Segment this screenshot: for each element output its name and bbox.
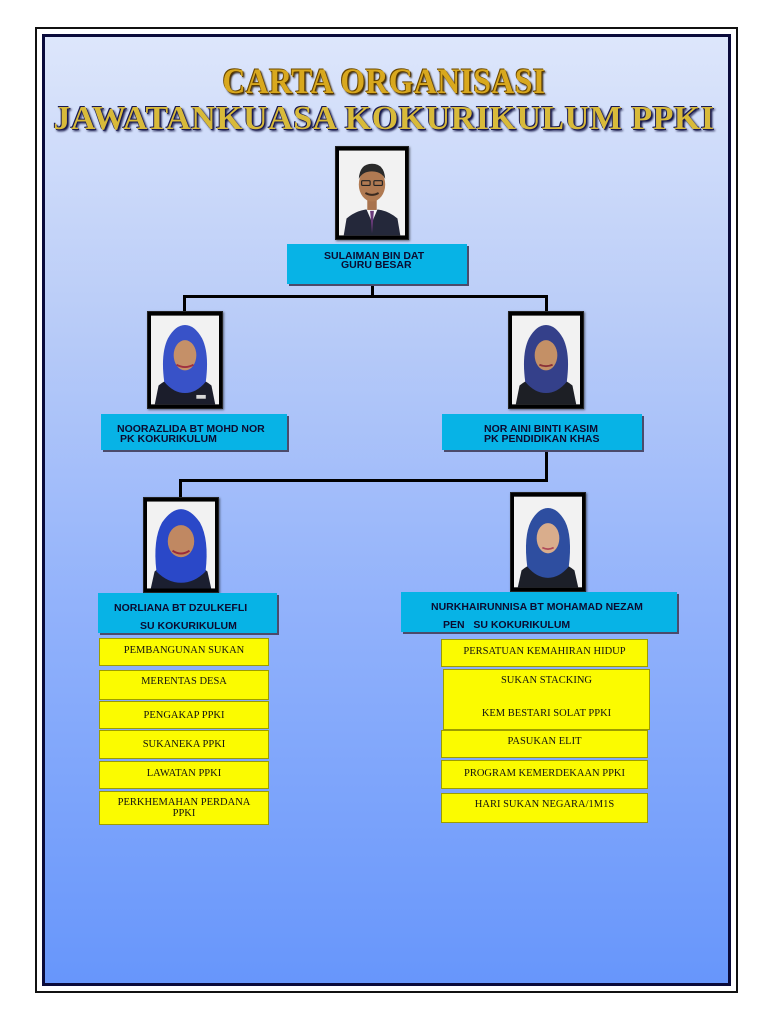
- su-left-photo: [143, 497, 219, 593]
- right-activity-label: KEM BESTARI SOLAT PPKI: [481, 708, 612, 719]
- chart-title: CARTA ORGANISASI: [222, 61, 546, 101]
- left-activity-box: PERKHEMAHAN PERDANA PPKI: [99, 791, 269, 825]
- su-right-name: NURKHAIRUNNISA BT MOHAMAD NEZAM: [431, 601, 643, 613]
- su-left-name: NORLIANA BT DZULKEFLI: [114, 602, 248, 614]
- right-member-photo: [508, 311, 584, 409]
- head-role: GURU BESAR: [341, 259, 412, 271]
- woman-hijab-portrait-icon: [512, 315, 580, 405]
- left-activity-label: PERKHEMAHAN PERDANA: [117, 797, 251, 808]
- left-activity-label: PPKI: [172, 808, 196, 819]
- su-right-namebox: NURKHAIRUNNISA BT MOHAMAD NEZAM PEN SU K…: [401, 592, 677, 632]
- man-portrait-icon: [339, 150, 405, 236]
- left-activity-label: LAWATAN PPKI: [146, 768, 222, 779]
- left-member-photo: [147, 311, 223, 409]
- woman-hijab-portrait-icon: [147, 501, 215, 589]
- left-activity-box: PENGAKAP PPKI: [99, 701, 269, 729]
- left-activity-box: MERENTAS DESA: [99, 670, 269, 700]
- connector-level2-horizontal: [179, 479, 548, 482]
- head-photo: [335, 146, 409, 240]
- right-activity-label: SUKAN STACKING: [500, 675, 593, 686]
- right-activity-box: PROGRAM KEMERDEKAAN PPKI: [441, 760, 648, 789]
- connector-right-box-down: [545, 450, 548, 482]
- right-activity-box: PERSATUAN KEMAHIRAN HIDUP: [441, 639, 648, 667]
- right-activity-box: HARI SUKAN NEGARA/1M1S: [441, 793, 648, 823]
- left-activity-label: SUKANEKA PPKI: [142, 739, 226, 750]
- left-member-namebox: NOORAZLIDA BT MOHD NOR PK KOKURIKULUM: [101, 414, 287, 450]
- left-activity-box: PEMBANGUNAN SUKAN: [99, 638, 269, 666]
- woman-hijab-portrait-icon: [151, 315, 219, 405]
- right-activity-box: SUKAN STACKING KEM BESTARI SOLAT PPKI: [443, 669, 650, 730]
- right-activity-label: HARI SUKAN NEGARA/1M1S: [474, 799, 615, 810]
- right-activity-label: PERSATUAN KEMAHIRAN HIDUP: [463, 646, 626, 657]
- connector-right-down: [545, 295, 548, 311]
- right-activity-label: PASUKAN ELIT: [507, 736, 582, 747]
- right-member-namebox: NOR AINI BINTI KASIM PK PENDIDIKAN KHAS: [442, 414, 642, 450]
- head-name: SULAIMAN BIN DAT: [324, 250, 425, 262]
- right-member-role: PK PENDIDIKAN KHAS: [484, 433, 600, 445]
- woman-hijab-portrait-icon: [514, 496, 582, 588]
- connector-left-down: [183, 295, 186, 311]
- connector-head-down: [371, 284, 374, 297]
- su-right-role: PEN SU KOKURIKULUM: [443, 619, 571, 631]
- left-activity-box: SUKANEKA PPKI: [99, 730, 269, 759]
- connector-level2-left-down: [179, 479, 182, 497]
- right-activity-box: PASUKAN ELIT: [441, 730, 648, 758]
- left-activity-label: PEMBANGUNAN SUKAN: [123, 645, 245, 656]
- left-activity-box: LAWATAN PPKI: [99, 761, 269, 789]
- left-member-name: NOORAZLIDA BT MOHD NOR: [117, 423, 265, 435]
- left-activity-label: PENGAKAP PPKI: [143, 710, 225, 721]
- right-member-name: NOR AINI BINTI KASIM: [484, 423, 598, 435]
- chart-subtitle: JAWATANKUASA KOKURIKULUM PPKI: [53, 100, 715, 137]
- head-namebox: SULAIMAN BIN DAT GURU BESAR: [287, 244, 467, 284]
- su-right-photo: [510, 492, 586, 592]
- right-activity-label: PROGRAM KEMERDEKAAN PPKI: [463, 768, 626, 779]
- su-left-role: SU KOKURIKULUM: [140, 620, 237, 632]
- connector-level1-horizontal: [183, 295, 548, 298]
- su-left-namebox: NORLIANA BT DZULKEFLI SU KOKURIKULUM: [98, 593, 277, 633]
- left-member-role: PK KOKURIKULUM: [120, 433, 217, 445]
- left-activity-label: MERENTAS DESA: [141, 676, 227, 687]
